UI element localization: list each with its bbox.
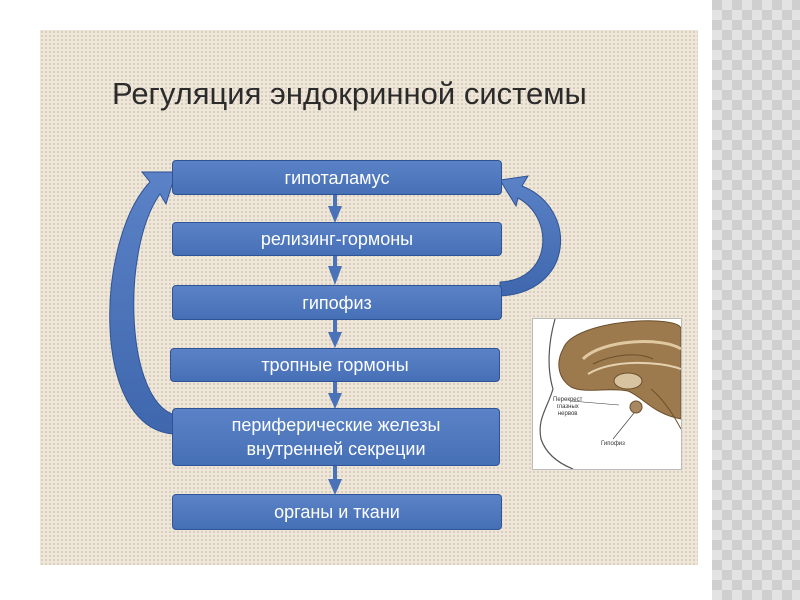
box-peripheral-glands-line1: периферические железы — [232, 413, 441, 437]
box-hypothalamus: гипоталамус — [172, 160, 502, 195]
box-organs-tissues: органы и ткани — [172, 494, 502, 530]
chiasm-label-line1: Перекрест — [553, 397, 582, 403]
box-pituitary: гипофиз — [172, 285, 502, 320]
chiasm-label-line2: глазных — [557, 404, 579, 410]
pituitary-inset-label: Гипофиз — [601, 441, 625, 448]
chiasm-label-line3: нервов — [558, 411, 578, 417]
box-tropic-hormones-label: тропные гормоны — [261, 353, 408, 377]
box-releasing-hormones: релизинг-гормоны — [172, 222, 502, 256]
box-peripheral-glands: периферические железы внутренней секреци… — [172, 408, 500, 466]
box-hypothalamus-label: гипоталамус — [285, 166, 390, 190]
box-organs-tissues-label: органы и ткани — [274, 500, 400, 524]
box-tropic-hormones: тропные гормоны — [170, 348, 500, 382]
box-pituitary-label: гипофиз — [302, 291, 372, 315]
brain-illustration: Перекрест глазных нервов Гипофиз — [532, 318, 682, 470]
chiasm-label: Перекрест глазных нервов — [553, 397, 582, 418]
box-peripheral-glands-line2: внутренней секреции — [246, 437, 425, 461]
left-feedback-arrow — [110, 172, 180, 434]
box-releasing-hormones-label: релизинг-гормоны — [261, 227, 413, 251]
right-feedback-arrow — [500, 176, 561, 296]
